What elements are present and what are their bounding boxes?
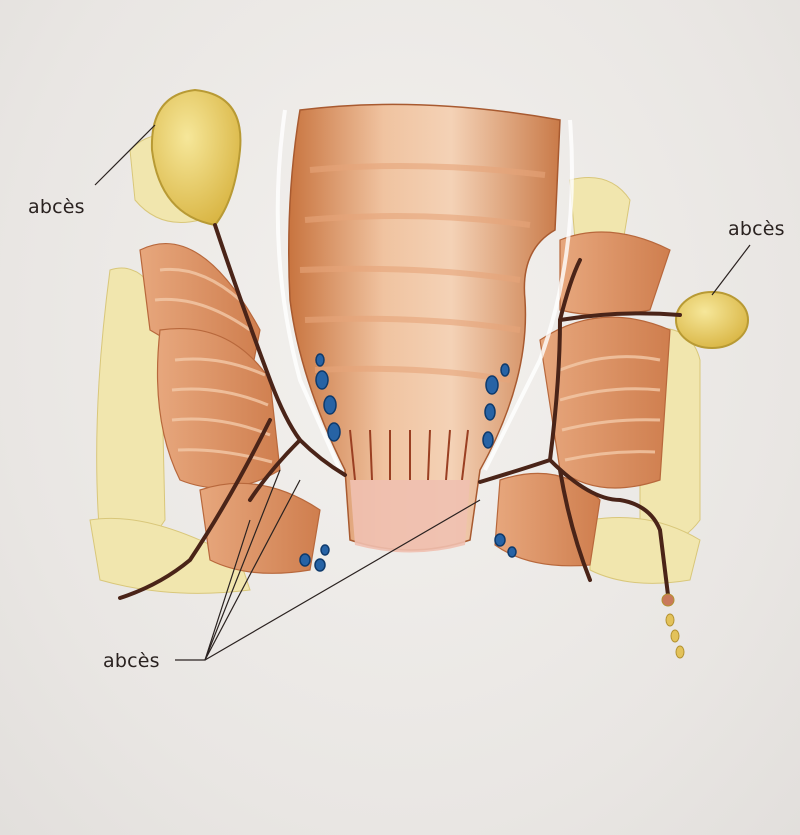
label-leader-lines bbox=[94, 124, 751, 661]
anal-canal bbox=[350, 480, 470, 553]
label-abscess-right: abcès bbox=[728, 218, 785, 240]
abscess-ischiorectal-right bbox=[675, 291, 749, 349]
wall-layers bbox=[275, 109, 574, 471]
muscle-striations bbox=[154, 267, 661, 464]
fistula-tracts bbox=[118, 223, 682, 600]
anal-columns bbox=[349, 429, 469, 481]
levator-muscles bbox=[139, 231, 671, 574]
pus-drops bbox=[661, 593, 685, 659]
label-abscess-bottom: abcès bbox=[103, 650, 160, 672]
hemorrhoidal-vessels bbox=[299, 353, 517, 572]
rectal-folds bbox=[299, 163, 546, 383]
label-abscess-top-left: abcès bbox=[28, 196, 85, 218]
